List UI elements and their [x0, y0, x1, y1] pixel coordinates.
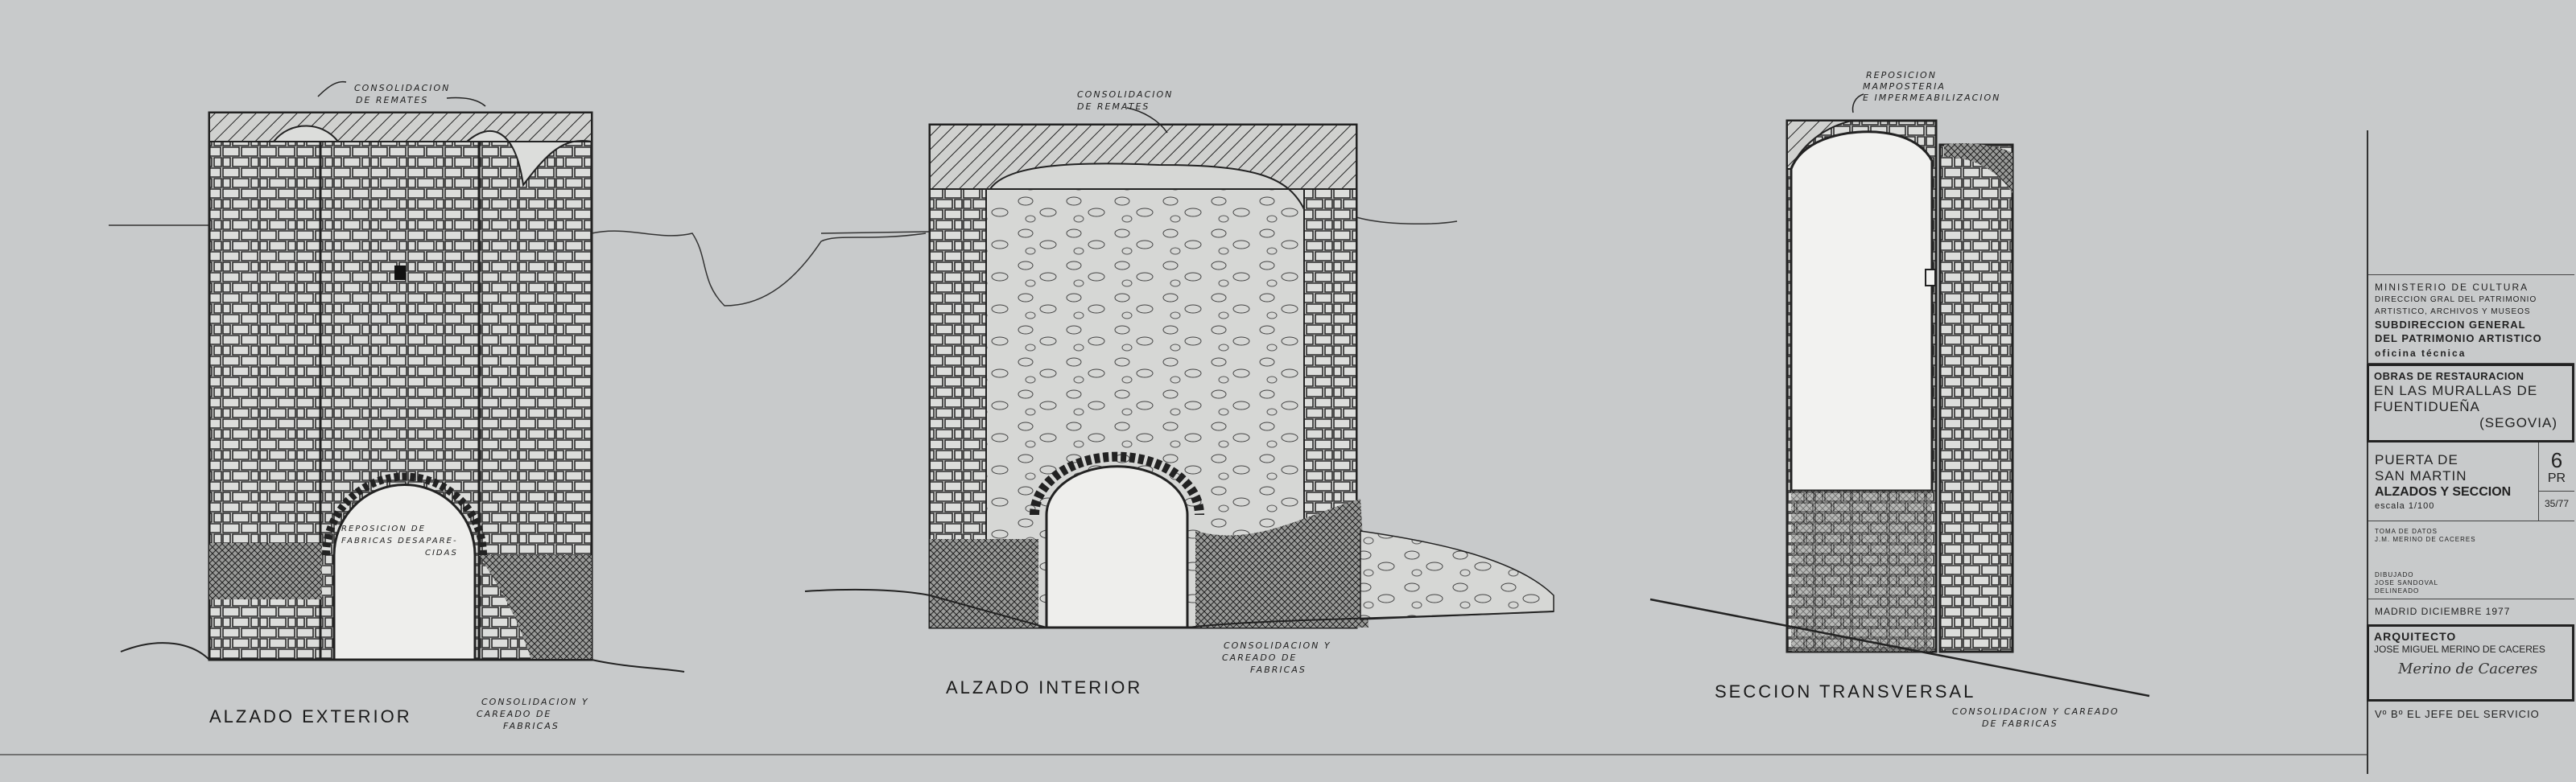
- interior-note-top-1: CONSOLIDACION: [1077, 89, 1173, 100]
- place-date: MADRID DICIEMBRE 1977: [2375, 606, 2511, 617]
- exterior-elevation: CONSOLIDACION DE REMATES REPOSICION DE F…: [109, 80, 927, 731]
- title-block-blank: [2368, 130, 2574, 275]
- title-block: MINISTERIO DE CULTURA DIRECCION GRAL DEL…: [2367, 130, 2574, 774]
- sheet-line: SAN MARTIN: [2375, 468, 2467, 484]
- interior-title: ALZADO INTERIOR: [946, 677, 1142, 698]
- sheet-reference: 35/77: [2544, 498, 2570, 509]
- interior-note-bottom-1: CONSOLIDACION Y: [1224, 640, 1331, 651]
- office-label: oficina técnica: [2375, 348, 2467, 359]
- architect-label: ARQUITECTO: [2374, 630, 2457, 643]
- sheet-number: 6: [2550, 448, 2563, 472]
- ministry-section: MINISTERIO DE CULTURA DIRECCION GRAL DEL…: [2368, 275, 2574, 364]
- exterior-note-door-3: CIDAS: [425, 549, 458, 558]
- architect-name: JOSE MIGUEL MERINO DE CACERES: [2374, 644, 2545, 655]
- ministry-line: ARTISTICO, ARCHIVOS Y MUSEOS: [2375, 307, 2531, 316]
- ministry-line: MINISTERIO DE CULTURA: [2375, 282, 2529, 293]
- sheet-line: PUERTA DE: [2375, 452, 2458, 467]
- delineated-label: DELINEADO: [2375, 587, 2420, 595]
- approval-label: Vº Bº EL JEFE DEL SERVICIO: [2375, 708, 2540, 720]
- exterior-note-top-2: DE REMATES: [356, 95, 428, 105]
- interior-note-top-2: DE REMATES: [1077, 101, 1150, 112]
- project-line: (SEGOVIA): [2479, 415, 2557, 430]
- scale-label: escala 1/100: [2375, 501, 2435, 511]
- section-note-top-3: E IMPERMEABILIZACION: [1863, 93, 2000, 103]
- exterior-note-bottom-3: FABRICAS: [503, 721, 559, 731]
- data-taken-by: J.M. MERINO DE CACERES: [2375, 536, 2476, 543]
- drawn-by: JOSE SANDOVAL: [2375, 579, 2439, 586]
- sheet-section: PUERTA DE SAN MARTIN ALZADOS Y SECCION e…: [2368, 442, 2574, 521]
- exterior-note-top-1: CONSOLIDACION: [354, 83, 450, 93]
- project-line: OBRAS DE RESTAURACION: [2374, 370, 2524, 382]
- subdirection-line: DEL PATRIMONIO ARTISTICO: [2375, 332, 2542, 344]
- sheet-code: PR: [2539, 471, 2574, 492]
- project-line: EN LAS MURALLAS DE: [2374, 383, 2538, 398]
- section-note-bottom-2: DE FABRICAS: [1982, 718, 2058, 729]
- sheet-line: ALZADOS Y SECCION: [2375, 485, 2512, 499]
- interior-note-bottom-2: CAREADO DE: [1222, 652, 1297, 663]
- project-line: FUENTIDUEÑA: [2374, 399, 2480, 414]
- exterior-title: ALZADO EXTERIOR: [209, 706, 412, 726]
- exterior-note-door-2: FABRICAS DESAPARE-: [341, 537, 458, 545]
- architect-signature: Merino de Caceres: [2398, 661, 2538, 677]
- data-taken-label: TOMA DE DATOS: [2375, 528, 2438, 535]
- exterior-note-bottom-1: CONSOLIDACION Y: [481, 697, 589, 707]
- project-box: OBRAS DE RESTAURACION EN LAS MURALLAS DE…: [2367, 364, 2574, 442]
- credits-section: TOMA DE DATOS J.M. MERINO DE CACERES DIB…: [2368, 521, 2574, 599]
- interior-elevation: CONSOLIDACION DE REMATES CONSOLIDACION Y…: [804, 89, 1554, 698]
- transverse-section: REPOSICION MAMPOSTERIA E IMPERMEABILIZAC…: [1649, 70, 2150, 729]
- ministry-line: DIRECCION GRAL DEL PATRIMONIO: [2375, 295, 2537, 304]
- section-note-top-2: MAMPOSTERIA: [1863, 81, 1946, 92]
- subdirection-line: SUBDIRECCION GENERAL: [2375, 319, 2526, 331]
- drawn-label: DIBUJADO: [2375, 571, 2414, 578]
- architect-box: ARQUITECTO JOSE MIGUEL MERINO DE CACERES…: [2367, 624, 2574, 702]
- section-title: SECCION TRANSVERSAL: [1715, 681, 1975, 702]
- section-note-top-1: REPOSICION: [1866, 70, 1937, 80]
- section-note-bottom-1: CONSOLIDACION Y CAREADO: [1952, 706, 2120, 717]
- interior-note-bottom-3: FABRICAS: [1250, 665, 1307, 675]
- exterior-note-bottom-2: CAREADO DE: [477, 709, 551, 719]
- exterior-note-door-1: REPOSICION DE: [341, 525, 426, 533]
